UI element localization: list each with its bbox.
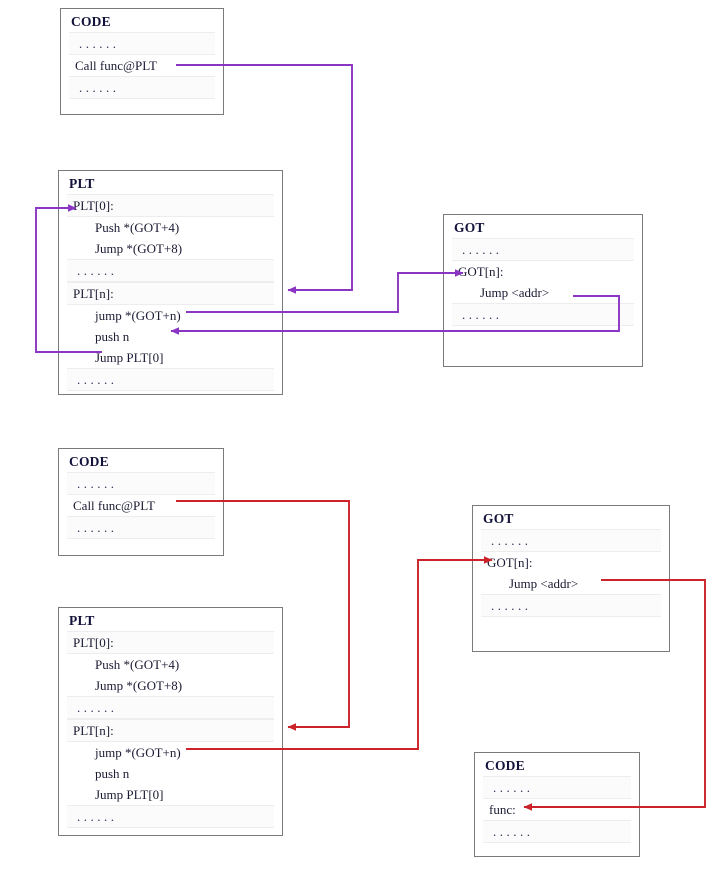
row-got-n: GOT[n]: [458, 264, 504, 279]
row-dots: ...... [483, 776, 631, 799]
bottom-code-rows: ...... Call func@PLT ...... [59, 472, 223, 545]
row-plt-n: PLT[n]: [67, 282, 274, 305]
row-call-func-plt: Call func@PLT [73, 498, 155, 513]
top-got-title: GOT [454, 220, 485, 235]
row-func-label: func: [489, 802, 516, 817]
bottom-target-code-rows: ...... func: ...... [475, 776, 639, 849]
top-got-rows: ...... GOT[n]: Jump <addr> ...... [444, 238, 642, 332]
row-dots: ...... [67, 368, 274, 391]
bottom-code-title: CODE [69, 454, 109, 469]
row-plt-n: PLT[n]: [67, 719, 274, 742]
row-dots: ...... [483, 820, 631, 843]
row-dots: ...... [67, 516, 215, 539]
row-call-func-plt: Call func@PLT [75, 58, 157, 73]
row-jump-got-n: jump *(GOT+n) [95, 745, 181, 760]
bottom-plt-rows: PLT[0]: Push *(GOT+4) Jump *(GOT+8) ....… [59, 631, 282, 834]
bottom-target-code-box: CODE ...... func: ...... [474, 752, 640, 857]
row-jump-plt0: Jump PLT[0] [95, 787, 164, 802]
row-plt-0: PLT[0]: [67, 631, 274, 654]
bottom-target-code-title: CODE [485, 758, 525, 773]
top-plt-rows: PLT[0]: Push *(GOT+4) Jump *(GOT+8) ....… [59, 194, 282, 397]
row-dots: ...... [69, 32, 215, 55]
row-push-n: push n [95, 766, 130, 781]
row-jump-got-n: jump *(GOT+n) [95, 308, 181, 323]
top-plt-box: PLT PLT[0]: Push *(GOT+4) Jump *(GOT+8) … [58, 170, 283, 395]
row-dots: ...... [452, 303, 634, 326]
bottom-code-box: CODE ...... Call func@PLT ...... [58, 448, 224, 556]
row-jump-addr: Jump <addr> [509, 576, 579, 591]
row-dots: ...... [452, 238, 634, 261]
row-dots: ...... [69, 76, 215, 99]
row-jump-got8: Jump *(GOT+8) [95, 241, 183, 256]
row-push-got4: Push *(GOT+4) [95, 220, 180, 235]
row-dots: ...... [481, 529, 661, 552]
bottom-plt-box: PLT PLT[0]: Push *(GOT+4) Jump *(GOT+8) … [58, 607, 283, 836]
row-jump-got8: Jump *(GOT+8) [95, 678, 183, 693]
top-code-box: CODE ...... Call func@PLT ...... [60, 8, 224, 115]
bottom-got-box: GOT ...... GOT[n]: Jump <addr> ...... [472, 505, 670, 652]
bottom-got-rows: ...... GOT[n]: Jump <addr> ...... [473, 529, 669, 623]
row-dots: ...... [67, 805, 274, 828]
row-jump-addr: Jump <addr> [480, 285, 550, 300]
top-plt-title: PLT [69, 176, 95, 191]
row-dots: ...... [67, 259, 274, 282]
top-code-title: CODE [71, 14, 111, 29]
row-push-n: push n [95, 329, 130, 344]
bottom-got-title: GOT [483, 511, 514, 526]
row-push-got4: Push *(GOT+4) [95, 657, 180, 672]
row-dots: ...... [67, 696, 274, 719]
row-plt-0: PLT[0]: [67, 194, 274, 217]
top-code-rows: ...... Call func@PLT ...... [61, 32, 223, 105]
row-jump-plt0: Jump PLT[0] [95, 350, 164, 365]
bottom-plt-title: PLT [69, 613, 95, 628]
row-dots: ...... [67, 472, 215, 495]
top-got-box: GOT ...... GOT[n]: Jump <addr> ...... [443, 214, 643, 367]
row-got-n: GOT[n]: [487, 555, 533, 570]
row-dots: ...... [481, 594, 661, 617]
